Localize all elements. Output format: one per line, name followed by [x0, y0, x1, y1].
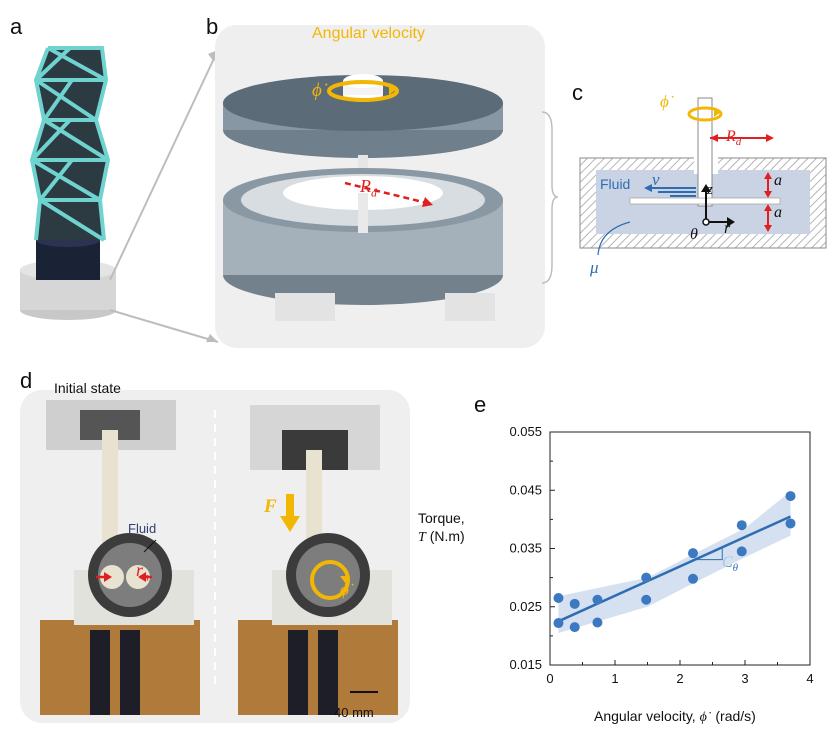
- data-point: [736, 520, 747, 531]
- slope-triangle: [696, 547, 723, 561]
- panel-label-b: b: [206, 14, 219, 39]
- x-axis-title: Angular velocity, ϕ˙ (rad/s): [594, 708, 756, 726]
- gap-a-top-label: a: [774, 172, 782, 189]
- y-tick-label: 0.055: [509, 424, 542, 439]
- radius-label-b: Rd: [360, 176, 377, 200]
- torque-chart: 0 1 2 3 4 0.015 0.025 0.035 0.045 0.055: [509, 424, 813, 686]
- data-point: [641, 572, 652, 583]
- data-point: [553, 618, 564, 629]
- panel-label-d: d: [20, 368, 33, 393]
- force-label: F: [264, 496, 277, 517]
- chart-axes: 0 1 2 3 4 0.015 0.025 0.035 0.045 0.055: [509, 424, 813, 686]
- data-point: [569, 598, 580, 609]
- scale-bar-label: 40 mm: [334, 705, 374, 720]
- data-point: [569, 622, 580, 633]
- x-tick-label: 2: [676, 671, 683, 686]
- angular-velocity-label: Angular velocity: [312, 25, 425, 42]
- gear-radius-sub: n: [143, 569, 150, 584]
- y-tick-label: 0.045: [509, 482, 542, 497]
- data-point: [553, 593, 564, 604]
- radius-sub-b: d: [371, 185, 377, 200]
- x-tick-label: 1: [611, 671, 618, 686]
- y-axis-unit: (N.m): [429, 528, 465, 544]
- gear-radius-label: rn: [136, 560, 150, 584]
- panel-a-tower-photo: [20, 46, 116, 320]
- viscosity-mu-label: μ: [590, 258, 599, 277]
- data-point: [736, 546, 747, 557]
- r-axis-label: r: [724, 220, 731, 237]
- y-axis-title-line1: Torque,: [418, 510, 465, 526]
- fit-line-group: [557, 515, 792, 623]
- data-point: [592, 594, 603, 605]
- bracket-brace: [541, 111, 559, 284]
- phi-dot-label-b: ϕ˙: [312, 80, 329, 101]
- initial-state-label: Initial state: [54, 380, 121, 396]
- y-tick-label: 0.035: [509, 541, 542, 556]
- panel-label-c: c: [572, 80, 583, 105]
- data-points: [553, 491, 796, 633]
- data-point: [785, 491, 796, 502]
- z-axis-label: z: [707, 182, 713, 198]
- y-tick-label: 0.025: [509, 599, 542, 614]
- data-point: [688, 548, 698, 559]
- y-axis-var: T: [418, 530, 426, 545]
- confidence-band-area: [558, 491, 791, 633]
- data-point: [785, 518, 796, 529]
- y-axis-title: Torque, T (N.m): [418, 509, 465, 547]
- x-axis-title-text: Angular velocity,: [594, 708, 696, 724]
- confidence-band: [558, 491, 791, 633]
- data-point: [641, 594, 652, 605]
- x-axis-var: ϕ˙: [699, 710, 712, 725]
- velocity-label-c: v: [652, 170, 660, 189]
- radius-label-c: Rd: [726, 128, 742, 149]
- slope-sub: θ: [732, 562, 739, 575]
- radius-sub-c: d: [735, 136, 742, 149]
- fluid-label-c: Fluid: [600, 176, 631, 192]
- phi-dot-label-d: ϕ˙: [340, 580, 355, 599]
- x-axis-unit: (rad/s): [715, 708, 756, 724]
- data-point: [688, 573, 698, 584]
- data-point: [592, 617, 603, 628]
- panel-b-exploded-damper: [223, 74, 503, 321]
- x-tick-label: 0: [546, 671, 553, 686]
- x-tick-label: 4: [806, 671, 813, 686]
- gap-a-bottom-label: a: [774, 204, 782, 221]
- zoom-connector-lines: [109, 49, 219, 343]
- fit-line: [557, 515, 792, 623]
- y-tick-label: 0.015: [509, 657, 542, 672]
- panel-c-schematic: [579, 97, 827, 256]
- panel-label-e: e: [474, 392, 487, 417]
- phi-dot-label-c: ϕ˙: [660, 92, 675, 111]
- panel-label-a: a: [10, 14, 23, 39]
- plot-frame: [549, 431, 811, 666]
- y-axis-title-line2: T (N.m): [418, 527, 465, 547]
- theta-label: θ: [690, 226, 698, 243]
- panel-d-test-photos: [40, 400, 398, 715]
- fluid-label-d: Fluid: [128, 521, 157, 536]
- x-tick-label: 3: [741, 671, 748, 686]
